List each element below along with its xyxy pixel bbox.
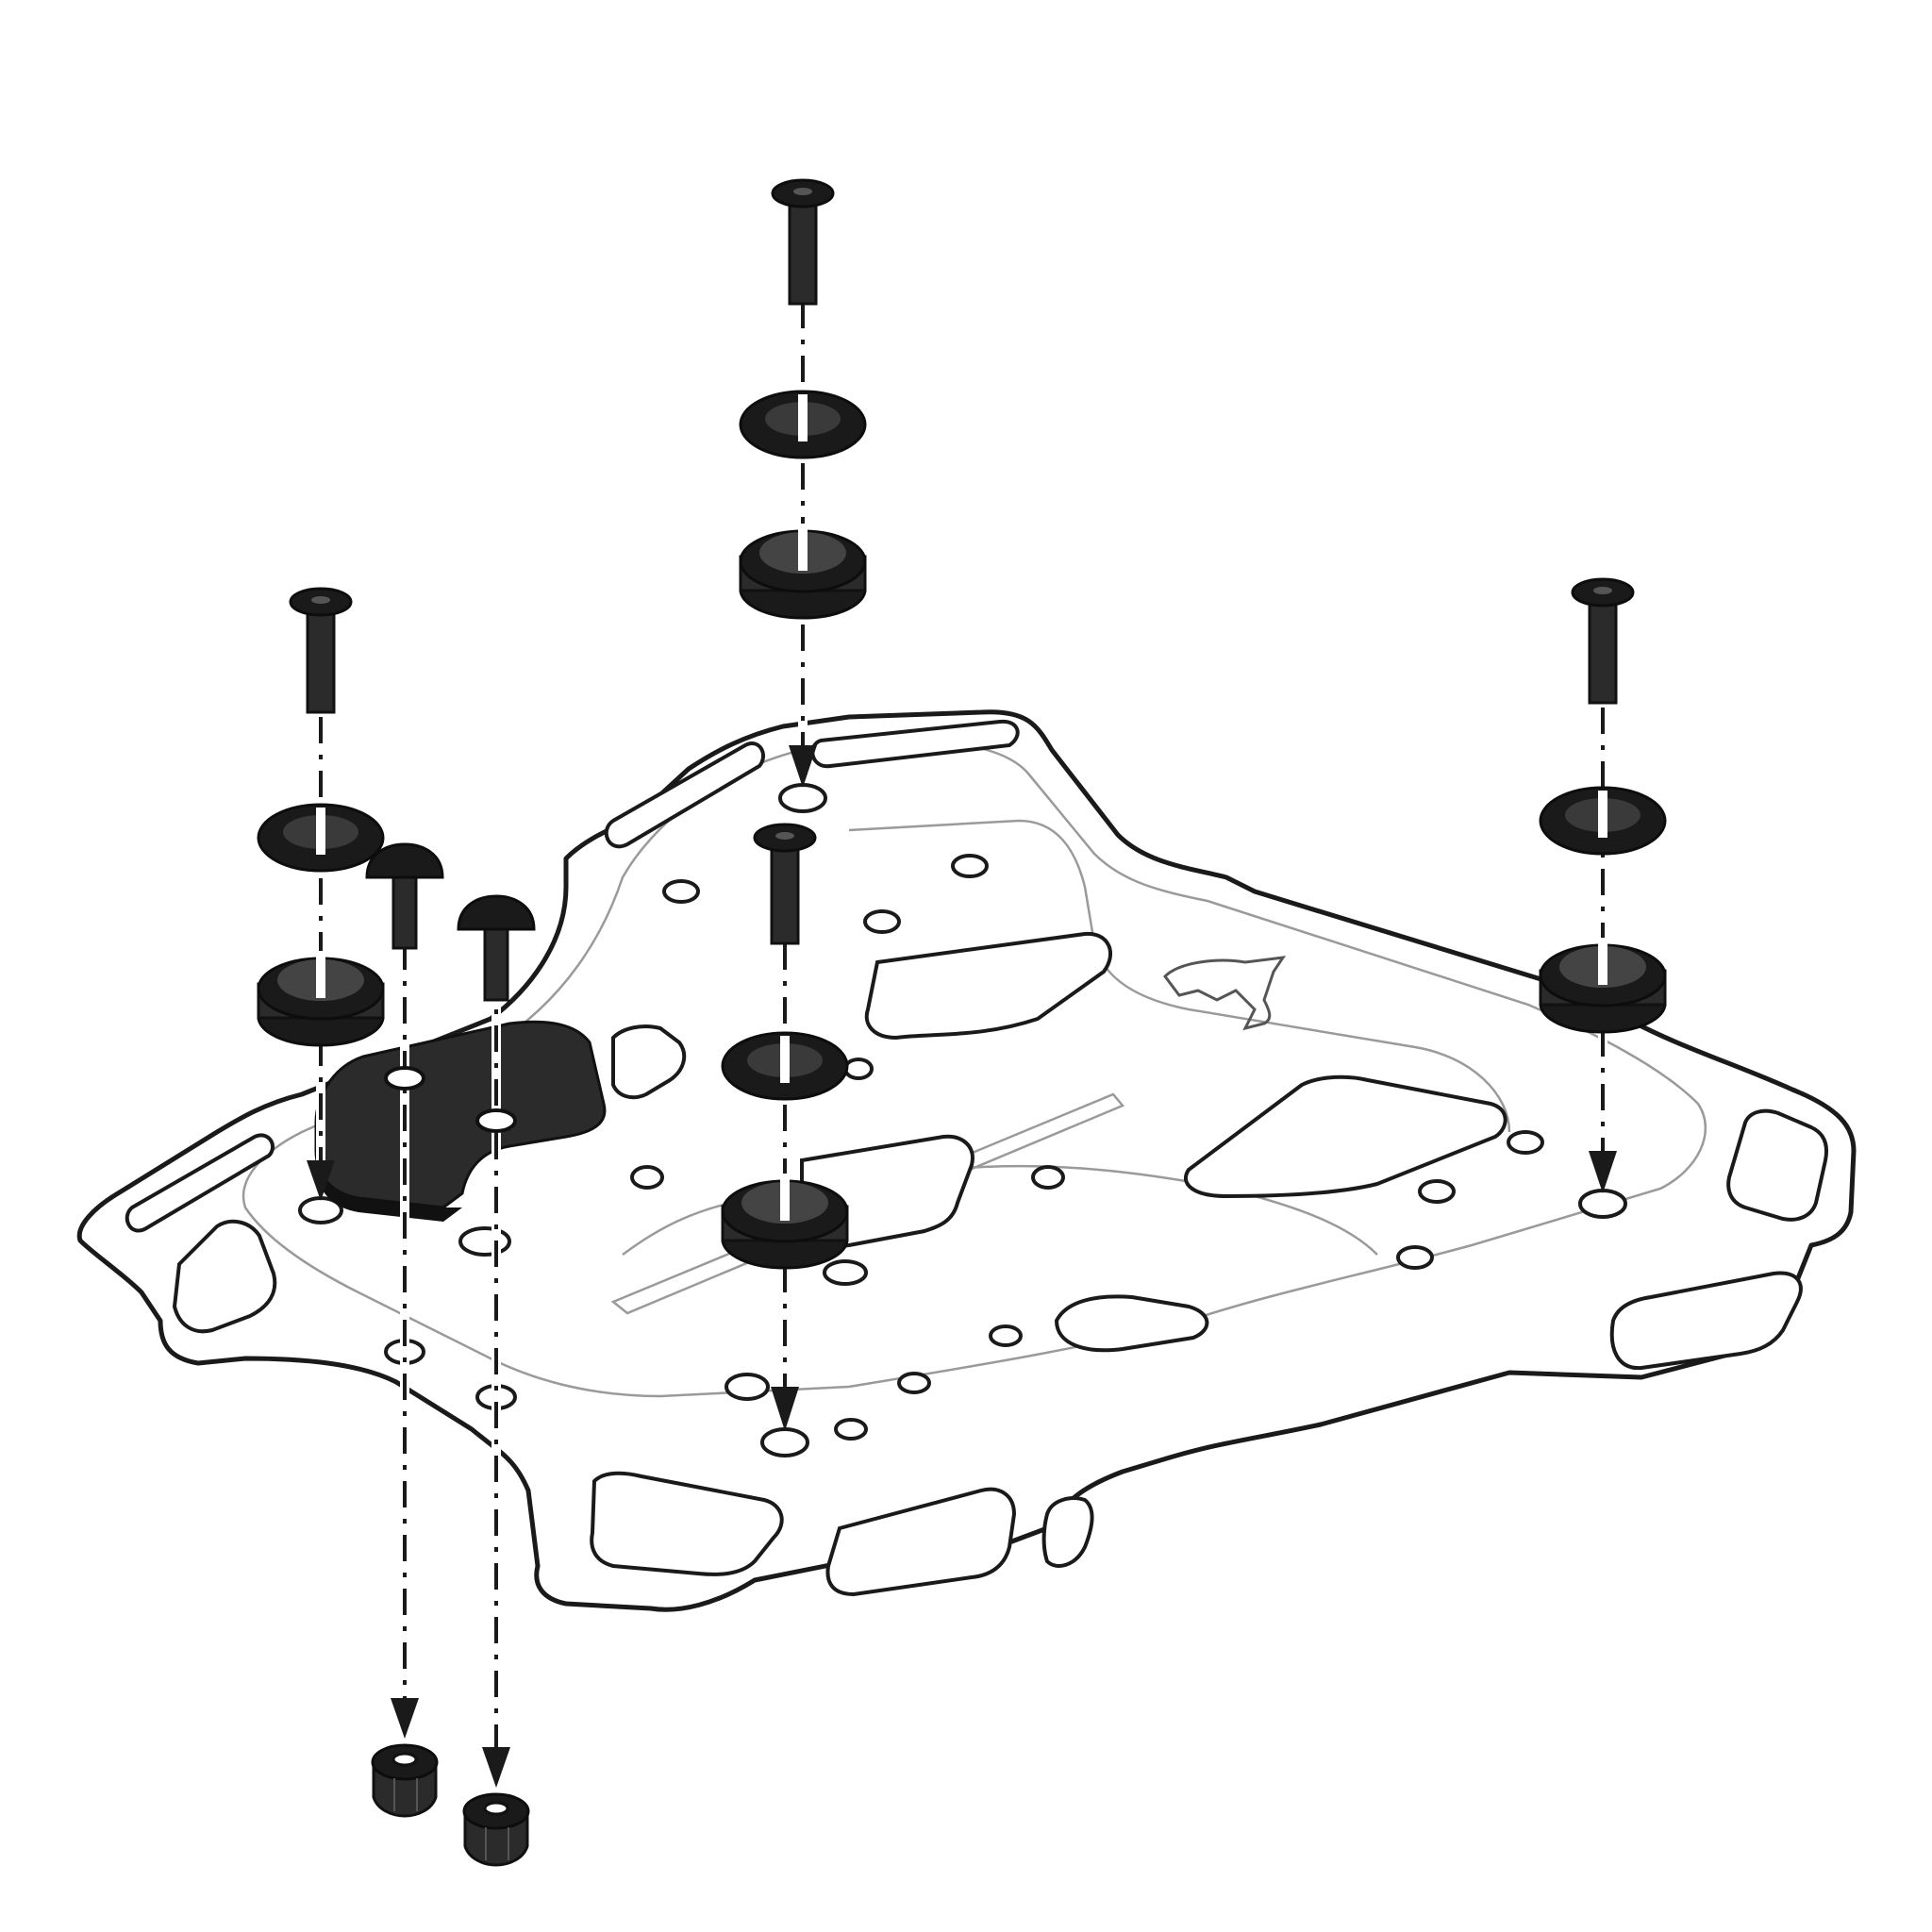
- arrow-down-icon: [1589, 1151, 1617, 1193]
- rack-slot: [810, 719, 1020, 769]
- lock-nuts: [371, 1743, 530, 1867]
- rack-cutout: [864, 931, 1113, 1041]
- rack-slot: [604, 741, 765, 849]
- rubber-damper: [739, 524, 867, 620]
- washer: [721, 1031, 849, 1101]
- adapter-plate: [314, 1020, 607, 1209]
- arrow-down-icon: [771, 1387, 799, 1431]
- arrow-down-icon: [482, 1747, 510, 1788]
- rack-handle-opening: [1726, 1108, 1829, 1222]
- rack-cutout: [1183, 1074, 1507, 1199]
- rubber-damper: [1539, 938, 1667, 1034]
- rubber-dampers: [257, 524, 1667, 1270]
- rack-handle-opening: [172, 1219, 277, 1334]
- arrow-down-icon: [307, 1160, 335, 1201]
- rack-holes: [458, 854, 1544, 1441]
- arrow-down-icon: [789, 745, 817, 788]
- washer: [257, 803, 385, 873]
- mounting-bolt: [1571, 577, 1635, 705]
- bolts: [289, 178, 1635, 1002]
- washer: [739, 390, 867, 459]
- rack-handle-opening: [1609, 1271, 1803, 1371]
- assembly-arrows: [307, 745, 1617, 1788]
- washers: [257, 390, 1667, 1101]
- rack-handle-opening: [611, 1024, 687, 1100]
- rack-plate-contour: [848, 819, 1511, 1133]
- rack-handle-opening: [825, 1487, 1017, 1597]
- rack-slot: [125, 1133, 275, 1233]
- mounting-bolt: [289, 587, 353, 714]
- adapter-plate-edge: [316, 1151, 462, 1222]
- rubber-damper: [257, 951, 385, 1047]
- rubber-damper: [721, 1174, 849, 1270]
- rack-handle-opening: [1041, 1496, 1094, 1568]
- lock-nut: [462, 1792, 530, 1867]
- mounting-bolt: [771, 178, 835, 306]
- brand-logo: [1163, 956, 1287, 1031]
- button-head-bolt: [365, 842, 444, 950]
- washer: [1539, 786, 1667, 856]
- mounting-bolt: [753, 823, 817, 945]
- rack-handle-opening: [590, 1471, 784, 1576]
- rack-plate-contour: [622, 1164, 1378, 1257]
- button-head-bolt: [457, 894, 536, 1002]
- rack-plate-contour: [242, 740, 1707, 1398]
- rack-cutout: [1054, 1294, 1209, 1353]
- adapter-plate-holes: [384, 1066, 517, 1133]
- lock-nut: [371, 1743, 439, 1818]
- arrow-down-icon: [391, 1698, 419, 1739]
- rack-plate: [76, 709, 1857, 1612]
